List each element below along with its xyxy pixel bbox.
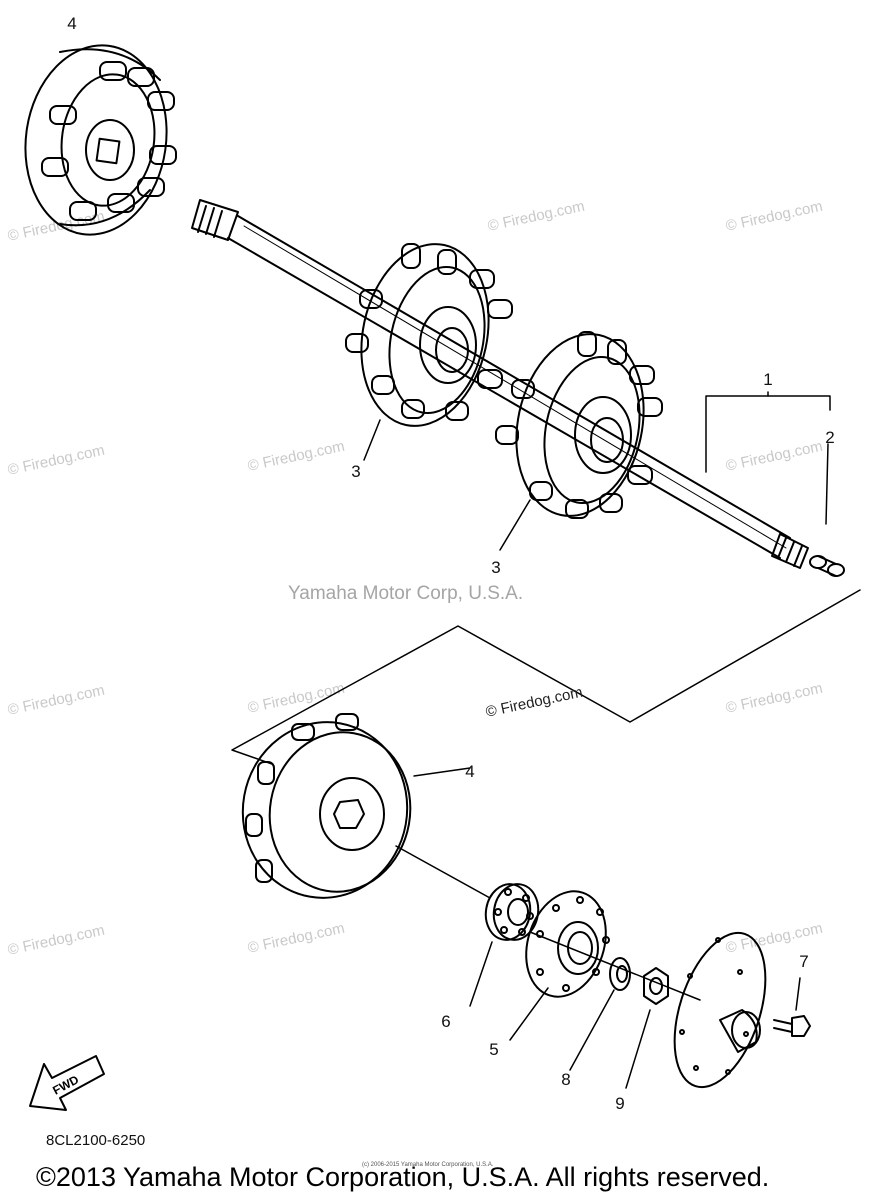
copyright-notice: ©2013 Yamaha Motor Corporation, U.S.A. A…	[36, 1162, 770, 1192]
sprocket-left	[345, 243, 513, 427]
callout-9: 9	[615, 1094, 625, 1113]
callout-8: 8	[561, 1070, 571, 1089]
callout-3: 3	[491, 558, 501, 577]
tiny-credit: (c) 2006-2015 Yamaha Motor Corporation, …	[362, 1162, 494, 1168]
drive-shaft	[191, 199, 809, 569]
callout-5: 5	[489, 1040, 499, 1059]
housing-cap	[673, 931, 767, 1089]
bolt	[773, 1015, 811, 1037]
callout-4: 4	[465, 762, 475, 781]
assembly-lines	[231, 391, 861, 1089]
sprocket-right	[495, 331, 663, 519]
nut	[643, 967, 669, 1005]
callout-7: 7	[799, 952, 809, 971]
sprocket-wheel-top	[24, 44, 177, 236]
shaft-cap	[809, 555, 845, 577]
sprocket-wheel-lower	[241, 713, 412, 899]
callout-1: 1	[763, 370, 773, 389]
callout-4: 4	[67, 14, 77, 33]
callout-3: 3	[351, 462, 361, 481]
center-watermark: Yamaha Motor Corp, U.S.A.	[288, 583, 524, 604]
fwd-arrow	[29, 1055, 105, 1111]
callout-2: 2	[825, 428, 835, 447]
washer	[609, 957, 631, 991]
callout-6: 6	[441, 1012, 451, 1031]
part-code: 8CL2100-6250	[46, 1132, 146, 1149]
